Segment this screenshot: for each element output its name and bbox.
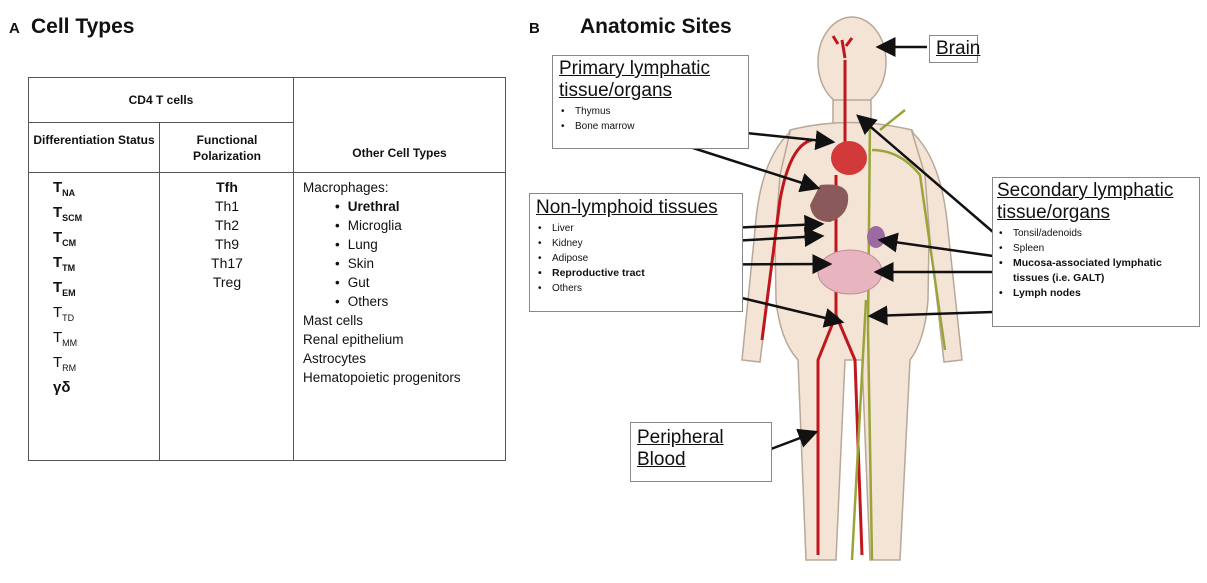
non-lymphoid-box: Non-lymphoid tissues LiverKidneyAdiposeR… (529, 193, 743, 312)
primary-lymphatic-list: ThymusBone marrow (555, 104, 748, 134)
site-list-item: Tonsil/adenoids (993, 226, 1199, 241)
site-list-item: Thymus (555, 104, 748, 119)
non-lymphoid-title: Non-lymphoid tissues (530, 194, 742, 219)
site-list-item: Bone marrow (555, 119, 748, 134)
site-list-item: Liver (532, 221, 742, 236)
site-list-item: Spleen (993, 241, 1199, 256)
non-lymphoid-list: LiverKidneyAdiposeReproductive tractOthe… (532, 221, 742, 296)
site-list-item: Adipose (532, 251, 742, 266)
heart-organ (831, 141, 867, 175)
site-list-item: Others (532, 281, 742, 296)
intestine-organ (818, 250, 882, 294)
secondary-lymphatic-list: Tonsil/adenoidsSpleenMucosa-associated l… (993, 226, 1199, 301)
site-list-item: Reproductive tract (532, 266, 742, 281)
site-list-item: Mucosa-associated lymphatic tissues (i.e… (993, 256, 1199, 286)
kidney-organ (867, 226, 885, 248)
brain-label-box: Brain (929, 35, 978, 63)
site-list-item: Kidney (532, 236, 742, 251)
brain-label: Brain (930, 36, 977, 62)
site-list-item: Lymph nodes (993, 286, 1199, 301)
